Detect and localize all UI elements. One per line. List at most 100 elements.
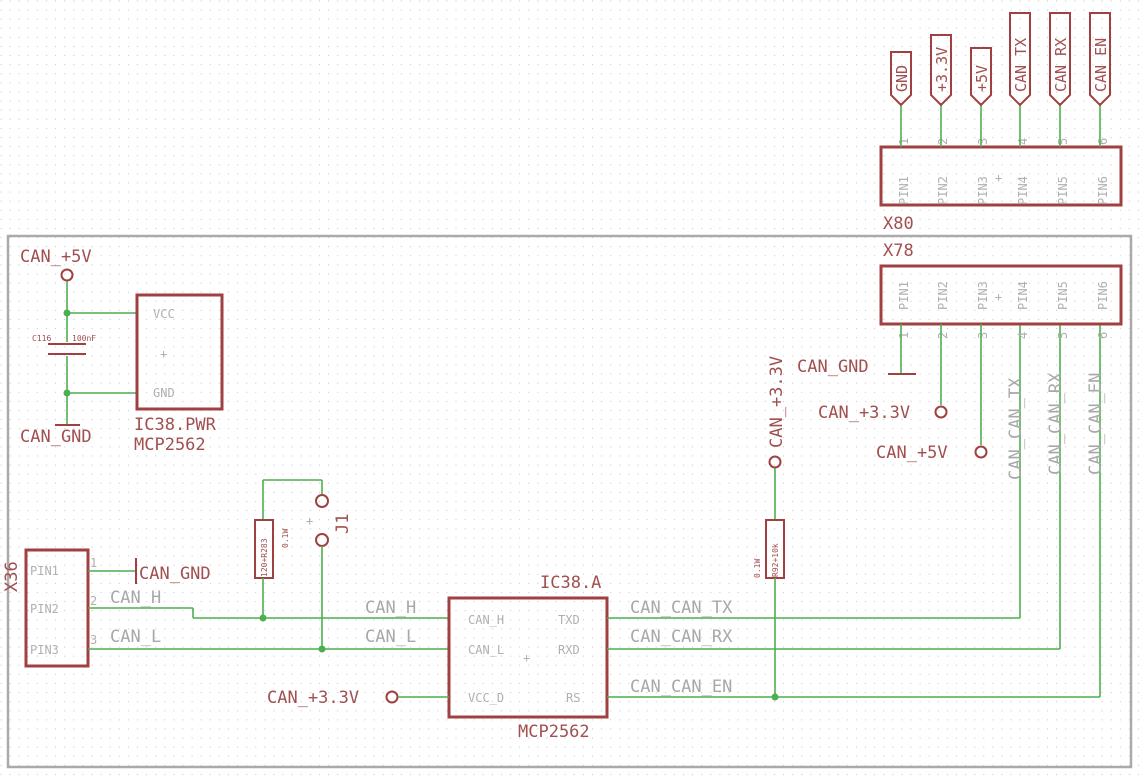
can-5v-label: CAN_+5V xyxy=(20,247,92,267)
x78-gnd-label: CAN_GND xyxy=(797,357,869,377)
x80-name: X80 xyxy=(883,214,914,234)
ic-a-pin-vcc-d: VCC_D xyxy=(468,691,504,705)
x80-label-gnd: GND xyxy=(893,65,911,92)
svg-text:2: 2 xyxy=(936,138,950,145)
net-tag xyxy=(890,51,912,107)
svg-text:4: 4 xyxy=(1016,138,1030,145)
vcc-33v-label: CAN_+3.3V xyxy=(267,688,359,708)
svg-text:PIN3: PIN3 xyxy=(976,281,990,310)
svg-text:+: + xyxy=(160,347,167,361)
net-tx-vert: CAN_CAN_TX xyxy=(1006,377,1026,480)
ic38-a-body[interactable] xyxy=(447,596,609,719)
svg-text:PIN2: PIN2 xyxy=(936,176,950,205)
x78-33v-label: CAN_+3.3V xyxy=(818,403,910,423)
can-33v-terminal[interactable] xyxy=(768,455,782,469)
junction xyxy=(318,645,326,653)
net-en-vert: CAN_CAN_EN xyxy=(1086,373,1106,475)
x36-pin2: PIN2 xyxy=(30,602,59,616)
junction xyxy=(63,389,71,397)
capacitor-value: 100nF xyxy=(72,334,96,343)
net-can-l: CAN_L xyxy=(110,627,161,647)
x36-pin1: PIN1 xyxy=(30,564,59,578)
ic38-a-part: MCP2562 xyxy=(518,722,590,742)
svg-text:R92+10k: R92+10k xyxy=(771,543,780,577)
net-rx: CAN_CAN_RX xyxy=(630,627,733,647)
x78-connector: X78 PIN1 PIN2 PIN3 PIN4 PIN5 PIN6 + 1 2 … xyxy=(797,241,1123,463)
termination-section: 120+R283 0.1W J1 + xyxy=(254,479,353,653)
x78-5v-label: CAN_+5V xyxy=(876,443,948,463)
net-tag xyxy=(1009,12,1031,107)
svg-text:6: 6 xyxy=(1096,332,1110,339)
ic-a-pin-txd: TXD xyxy=(558,613,580,627)
x80-label-can-rx: CAN_RX xyxy=(1052,38,1070,92)
net-tag xyxy=(1049,12,1071,107)
resistor-r92-rating: 0.1W xyxy=(753,559,762,578)
can-33v-vertical-label: CAN_+3.3V xyxy=(767,356,787,448)
svg-text:PIN1: PIN1 xyxy=(897,281,911,310)
x36-pin-num: 2 xyxy=(90,594,97,608)
net-can-h-ic: CAN_H xyxy=(365,598,416,618)
svg-text:+: + xyxy=(995,171,1002,185)
svg-text:2: 2 xyxy=(936,332,950,339)
net-tag xyxy=(1089,12,1111,107)
svg-text:PIN4: PIN4 xyxy=(1016,281,1030,310)
svg-text:PIN1: PIN1 xyxy=(897,176,911,205)
svg-text:3: 3 xyxy=(976,332,990,339)
x80-body[interactable] xyxy=(879,145,1123,207)
j1-pin1[interactable] xyxy=(315,494,329,508)
can-33v-terminal[interactable] xyxy=(385,690,399,704)
x36-pin-num: 3 xyxy=(90,633,97,647)
resistor-r283-rating: 0.1W xyxy=(281,529,290,548)
x80-label-5v: +5V xyxy=(973,65,991,92)
ic38-pwr-body[interactable] xyxy=(135,293,224,411)
can-5v-terminal[interactable] xyxy=(60,268,74,282)
svg-text:120+R283: 120+R283 xyxy=(260,538,269,577)
ic38-pwr-part: MCP2562 xyxy=(134,435,206,455)
x36-connector: X36 PIN1 PIN2 PIN3 1 2 3 CAN_GND CAN_H C… xyxy=(2,548,449,668)
net-can-l-ic: CAN_L xyxy=(365,627,416,647)
x80-label-can-tx: CAN_TX xyxy=(1012,38,1030,92)
junction xyxy=(63,309,71,317)
x36-name: X36 xyxy=(2,561,22,592)
ic-pwr-vcc-pin: VCC xyxy=(153,307,175,321)
resistor-r283[interactable] xyxy=(254,519,274,579)
x80-connector: X80 PIN1 PIN2 PIN3 PIN4 PIN5 PIN6 + 1 2 … xyxy=(879,12,1123,234)
svg-text:1: 1 xyxy=(897,138,911,145)
ic-a-pin-can-h: CAN_H xyxy=(468,613,504,627)
svg-text:PIN3: PIN3 xyxy=(976,176,990,205)
svg-text:PIN6: PIN6 xyxy=(1096,176,1110,205)
net-rx-vert: CAN_CAN_RX xyxy=(1046,372,1066,475)
sheet-frame xyxy=(6,234,1133,769)
ic-a-pin-can-l: CAN_L xyxy=(468,643,504,657)
output-nets: CAN_CAN_TX CAN_CAN_RX CAN_CAN_EN CAN_+3.… xyxy=(607,324,1106,701)
svg-text:+: + xyxy=(523,651,530,665)
net-tx: CAN_CAN_TX xyxy=(630,598,733,618)
svg-text:5: 5 xyxy=(1056,138,1070,145)
j1-name: J1 xyxy=(333,514,353,534)
net-tag xyxy=(930,34,952,107)
x78-body[interactable] xyxy=(879,264,1123,326)
svg-text:PIN5: PIN5 xyxy=(1056,176,1070,205)
net-en: CAN_CAN_EN xyxy=(630,677,732,697)
ic-a-pin-rxd: RXD xyxy=(558,643,580,657)
x36-pin-num: 1 xyxy=(90,556,97,570)
svg-text:6: 6 xyxy=(1096,138,1110,145)
svg-text:4: 4 xyxy=(1016,332,1030,339)
x36-gnd-label: CAN_GND xyxy=(139,564,211,584)
can-5v-terminal[interactable] xyxy=(974,445,988,459)
svg-text:3: 3 xyxy=(976,138,990,145)
ic-a-pin-rs: RS xyxy=(566,691,580,705)
can-33v-terminal[interactable] xyxy=(934,405,948,419)
ic38-pwr-name: IC38.PWR xyxy=(134,415,217,435)
svg-text:+: + xyxy=(995,290,1002,304)
net-can-h: CAN_H xyxy=(110,588,161,608)
capacitor-name: C116 xyxy=(32,334,51,343)
svg-text:+: + xyxy=(306,514,313,528)
power-section: CAN_+5V C116 100nF CAN_GND VCC GND + IC3… xyxy=(20,247,224,455)
svg-text:PIN2: PIN2 xyxy=(936,281,950,310)
junction xyxy=(259,614,267,622)
ic38-a-name: IC38.A xyxy=(540,573,601,593)
x78-name: X78 xyxy=(883,241,914,261)
